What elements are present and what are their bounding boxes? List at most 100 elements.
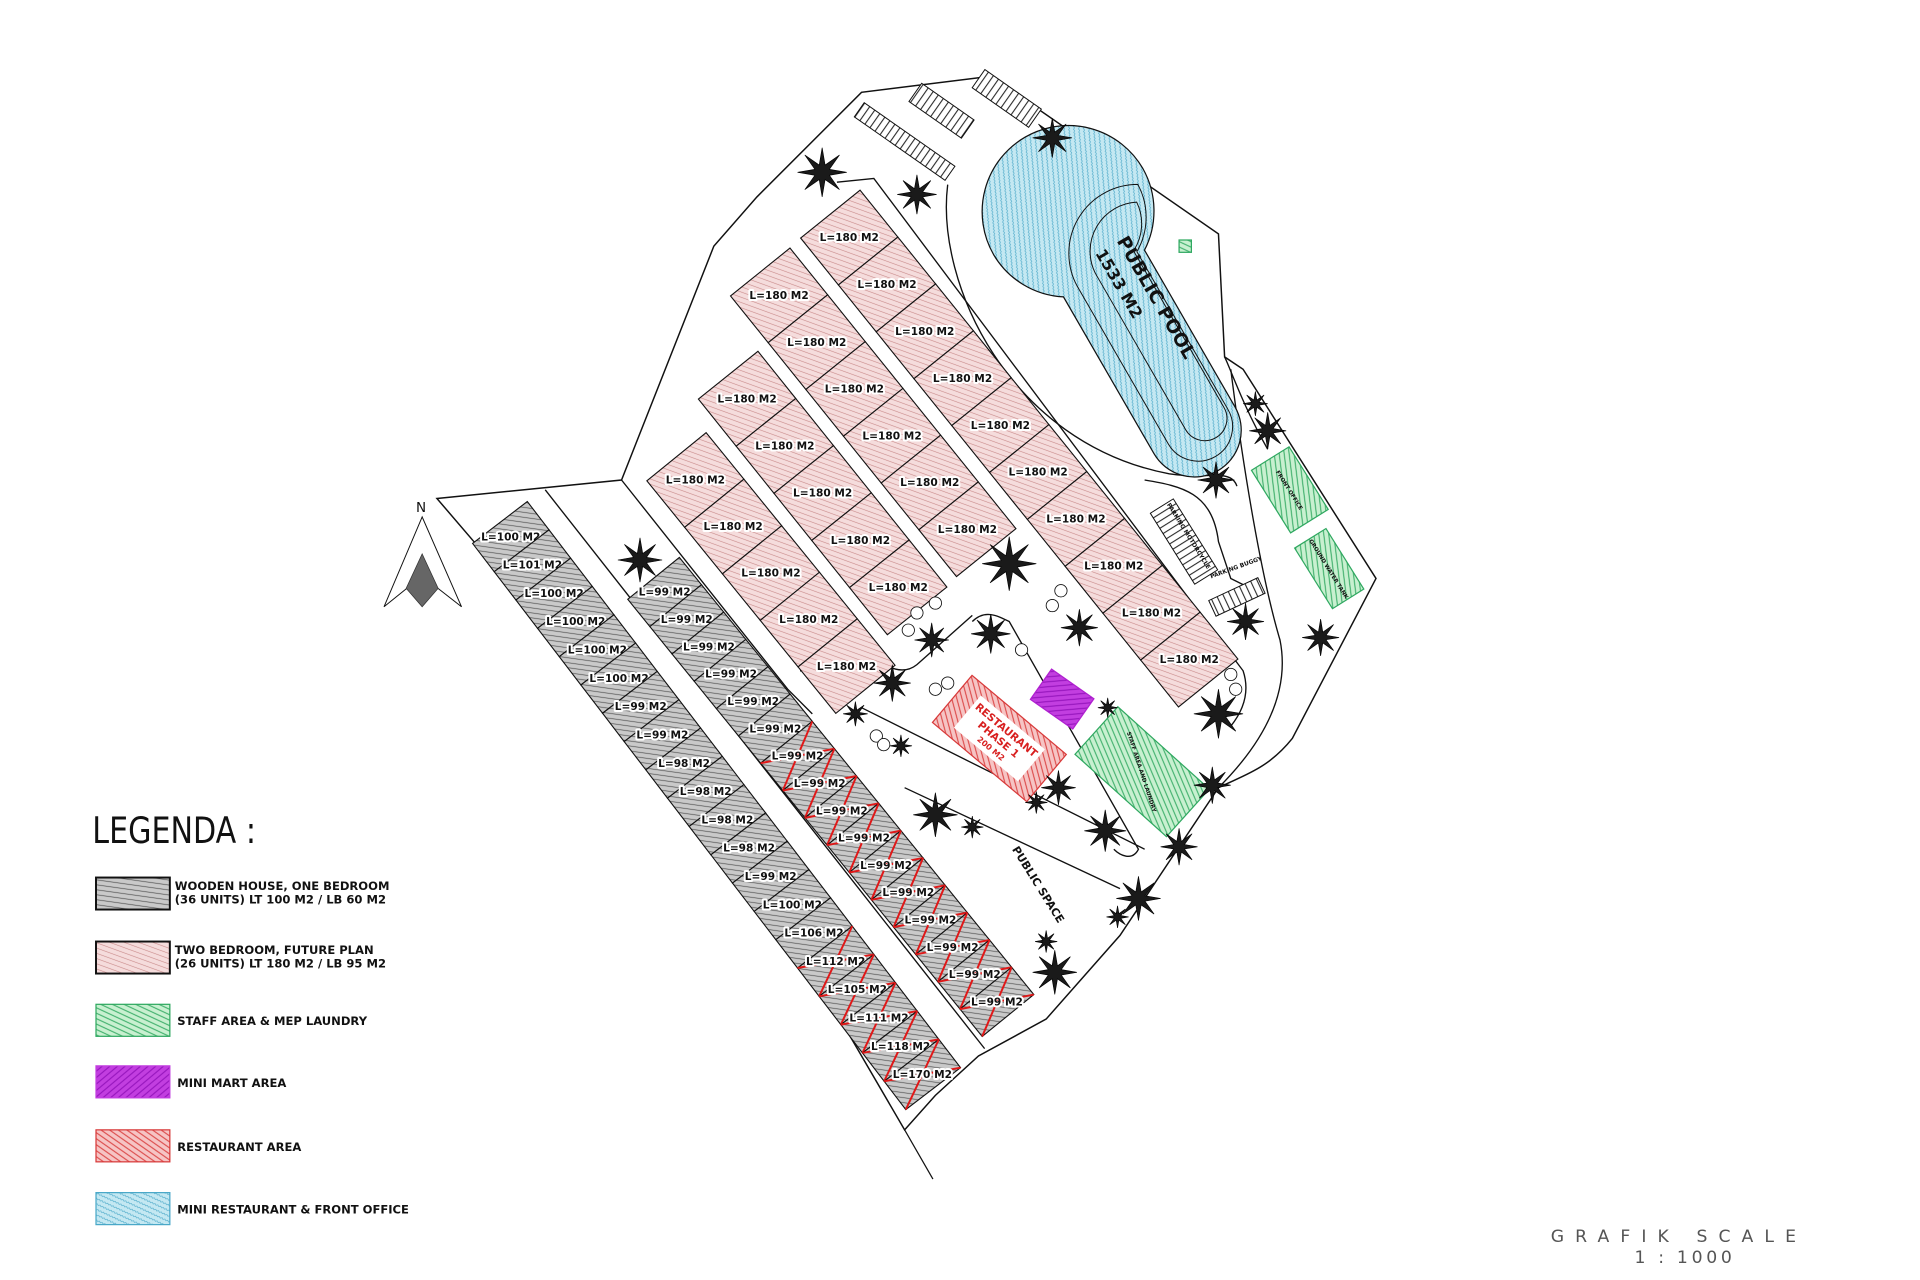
plot-area-label: L=98 M2: [658, 758, 710, 770]
plot-lot[interactable]: L=180 M2: [797, 617, 896, 715]
front-office[interactable]: FRONT OFFICE: [1250, 445, 1330, 534]
plot-area-label: L=180 M2: [749, 290, 808, 302]
legend-swatch: [95, 876, 171, 911]
plot-area-label: L=101 M2: [503, 560, 562, 572]
plot-area-label: L=180 M2: [817, 661, 876, 673]
plot-lot[interactable]: L=105 M2: [818, 953, 897, 1026]
plot-area-label: L=180 M2: [869, 582, 928, 594]
palm-tree-icon: [1193, 766, 1231, 804]
plot-lot[interactable]: L=180 M2: [880, 434, 980, 531]
plot-area-label: L=100 M2: [589, 673, 648, 685]
plot-lot[interactable]: L=99 M2: [626, 556, 703, 628]
cross-mark: [892, 857, 924, 928]
staff-area[interactable]: STAFF AREA AND LAUNDRY: [1074, 705, 1211, 838]
plot-lot[interactable]: L=100 M2: [471, 500, 550, 573]
parking-buggy[interactable]: PARKING BUGGY: [1208, 556, 1266, 617]
palm-tree-icon: [1106, 905, 1129, 929]
plot-area-label: L=180 M2: [831, 535, 890, 547]
parking-buggy-label: PARKING BUGGY: [1210, 556, 1264, 581]
ground-water-tank[interactable]: GROUND WATER TANK: [1293, 527, 1365, 610]
plot-lot[interactable]: L=98 M2: [645, 727, 724, 799]
plot-lot[interactable]: L=180 M2: [988, 423, 1088, 521]
plot-lot[interactable]: L=180 M2: [759, 571, 859, 668]
plot-lot[interactable]: L=180 M2: [805, 340, 904, 438]
plot-area-label: L=180 M2: [1122, 607, 1181, 619]
plot-lot[interactable]: L=180 M2: [810, 491, 910, 589]
plot-area-label: L=180 M2: [787, 337, 846, 349]
plot-area-label: L=99 M2: [860, 860, 912, 872]
cross-mark: [981, 966, 1013, 1037]
plot-area-label: L=100 M2: [763, 899, 822, 911]
cross-mark: [914, 884, 947, 955]
plot-lot[interactable]: L=180 M2: [646, 431, 745, 529]
plot-lot[interactable]: L=99 M2: [782, 747, 858, 819]
mini-mart-area[interactable]: [1029, 668, 1095, 730]
plot-lot[interactable]: L=180 M2: [799, 189, 899, 286]
plot-strip-two_bedroom_2: L=180 M2L=180 M2L=180 M2L=180 M2L=180 M2: [697, 350, 948, 636]
legend-label-detail: (26 UNITS) LT 180 M2 / LB 95 M2: [175, 956, 386, 970]
plot-lot[interactable]: L=180 M2: [842, 387, 942, 484]
plot-lot[interactable]: L=180 M2: [913, 330, 1012, 427]
plot-lot[interactable]: L=111 M2: [840, 981, 918, 1054]
plot-area-label: L=180 M2: [717, 393, 776, 405]
plot-lot[interactable]: L=98 M2: [688, 783, 767, 856]
shrub-icon: [1054, 584, 1068, 598]
plot-lot[interactable]: L=106 M2: [775, 897, 854, 969]
plot-lot[interactable]: L=180 M2: [918, 481, 1017, 578]
plot-lot[interactable]: L=180 M2: [848, 539, 948, 636]
plot-lot[interactable]: L=99 M2: [848, 829, 924, 901]
plot-lot[interactable]: L=180 M2: [1026, 470, 1126, 568]
plot-lot[interactable]: L=180 M2: [697, 350, 797, 447]
plot-lot[interactable]: L=180 M2: [721, 524, 821, 622]
shrub-icon: [941, 676, 955, 690]
plot-area-label: L=99 M2: [636, 729, 688, 741]
trees-layer: [617, 118, 1340, 995]
plot-area-label: L=180 M2: [779, 614, 838, 626]
palm-tree-icon: [873, 664, 911, 702]
palm-tree-icon: [1249, 412, 1287, 450]
legend-item: TWO BEDROOM, FUTURE PLAN(26 UNITS) LT 18…: [95, 940, 386, 975]
legend-label: RESTAURANT AREA: [177, 1140, 301, 1154]
plot-lot[interactable]: L=180 M2: [1102, 564, 1201, 661]
plot-lot[interactable]: L=99 M2: [649, 583, 725, 655]
plot-lot[interactable]: L=99 M2: [737, 693, 814, 764]
plot-lot[interactable]: L=180 M2: [773, 444, 873, 542]
legend-item: MINI MART AREA: [95, 1065, 286, 1099]
plot-area-label: L=100 M2: [481, 531, 540, 543]
plot-lot[interactable]: L=99 M2: [623, 698, 702, 771]
palm-tree-icon: [1032, 118, 1073, 158]
plot-area-label: L=180 M2: [1160, 654, 1219, 666]
plot-lot[interactable]: L=112 M2: [796, 925, 875, 998]
public-pool[interactable]: PUBLIC POOL 1533 M2: [951, 94, 1293, 514]
plot-area-label: L=99 M2: [794, 778, 846, 790]
plot-lot[interactable]: L=99 M2: [959, 966, 1035, 1038]
plot-lot[interactable]: L=118 M2: [861, 1010, 940, 1083]
plot-lot[interactable]: L=100 M2: [515, 557, 594, 630]
plot-lot[interactable]: L=180 M2: [767, 294, 867, 391]
plot-lot[interactable]: L=99 M2: [892, 884, 969, 956]
public-space-label: PUBLIC SPACE: [1009, 844, 1067, 925]
plot-lot[interactable]: L=99 M2: [870, 857, 946, 928]
palm-tree-icon: [1084, 809, 1127, 852]
plot-lot[interactable]: L=99 M2: [937, 939, 1013, 1010]
cross-mark: [861, 982, 897, 1054]
plot-lot[interactable]: L=180 M2: [1139, 611, 1239, 708]
plot-lot[interactable]: L=180 M2: [1064, 517, 1164, 614]
plot-area-label: L=180 M2: [862, 430, 921, 442]
palm-tree-icon: [1197, 461, 1235, 499]
plot-lot[interactable]: L=170 M2: [883, 1038, 962, 1111]
plot-lot[interactable]: L=100 M2: [558, 613, 637, 686]
legend-item: RESTAURANT AREA: [95, 1129, 301, 1163]
plot-lot[interactable]: L=98 M2: [666, 755, 745, 828]
plot-lot[interactable]: L=99 M2: [914, 911, 991, 983]
plot-lot[interactable]: L=99 M2: [601, 670, 680, 743]
palm-tree-icon: [1041, 770, 1076, 805]
plot-lot[interactable]: L=101 M2: [493, 529, 572, 601]
plot-area-label: L=111 M2: [849, 1013, 908, 1025]
plot-lot[interactable]: L=99 M2: [826, 802, 902, 874]
plot-lot[interactable]: L=99 M2: [731, 840, 810, 913]
plot-area-label: L=100 M2: [546, 616, 605, 628]
cross-mark: [848, 802, 880, 873]
legend-label: MINI MART AREA: [177, 1076, 286, 1090]
